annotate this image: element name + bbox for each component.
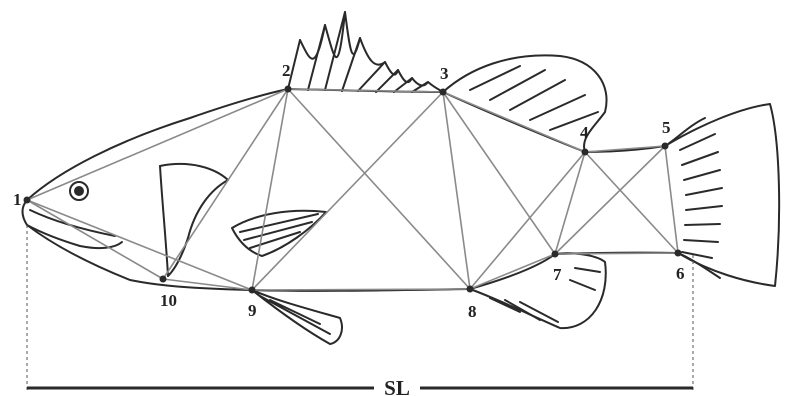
landmark-label-9: 9: [248, 301, 257, 320]
landmark-label-8: 8: [468, 302, 477, 321]
anal-ray: [490, 268, 600, 322]
caudal-ray: [680, 134, 722, 258]
truss-line-2-8: [288, 89, 470, 289]
landmark-label-7: 7: [553, 265, 562, 284]
truss-line-1-2: [27, 89, 288, 200]
landmark-label-4: 4: [580, 123, 589, 142]
landmark-point-10: [160, 276, 167, 283]
landmark-point-8: [467, 286, 474, 293]
landmark-point-5: [662, 143, 669, 150]
pelvic-ray: [260, 296, 330, 334]
landmark-label-6: 6: [676, 264, 685, 283]
landmark-point-9: [249, 287, 256, 294]
landmark-label-10: 10: [160, 291, 177, 310]
landmark-point-4: [582, 149, 589, 156]
snout: [22, 200, 122, 248]
truss-line-6-7: [555, 253, 678, 254]
truss-line-7-8: [470, 254, 555, 289]
eye-pupil: [75, 187, 83, 195]
caudal-fin: [665, 104, 779, 286]
truss-line-1-9: [27, 200, 252, 290]
landmark-label-3: 3: [440, 64, 449, 83]
landmark-label-5: 5: [662, 118, 671, 137]
landmark-point-1: [24, 197, 31, 204]
landmark-point-7: [552, 251, 559, 258]
spiny-dorsal-fin: [288, 12, 428, 92]
truss-line-8-9: [252, 289, 470, 290]
standard-length-measure: SL: [27, 225, 693, 396]
ventral-profile: [27, 225, 720, 291]
landmark-point-3: [440, 89, 447, 96]
pectoral-fin: [232, 211, 326, 256]
spiny-dorsal-membrane: [300, 12, 443, 92]
truss-line-3-9: [252, 92, 443, 290]
truss-line-2-9: [252, 89, 288, 290]
operculum: [160, 164, 228, 276]
landmark-label-2: 2: [282, 61, 291, 80]
truss-line-3-8: [443, 92, 470, 289]
landmark-labels: 1 2 3 4 5 6 7 8 9 10: [13, 61, 685, 321]
landmark-label-1: 1: [13, 190, 22, 209]
dorsal-profile: [27, 89, 705, 200]
fish-outline: [22, 12, 779, 344]
landmark-point-2: [285, 86, 292, 93]
sl-label: SL: [384, 376, 410, 396]
truss-line-2-10: [163, 89, 288, 279]
truss-line-4-6: [585, 152, 678, 253]
preoperculum: [160, 166, 168, 276]
truss-line-5-6: [665, 146, 678, 253]
landmark-point-6: [675, 250, 682, 257]
soft-dorsal-ray: [470, 66, 598, 130]
